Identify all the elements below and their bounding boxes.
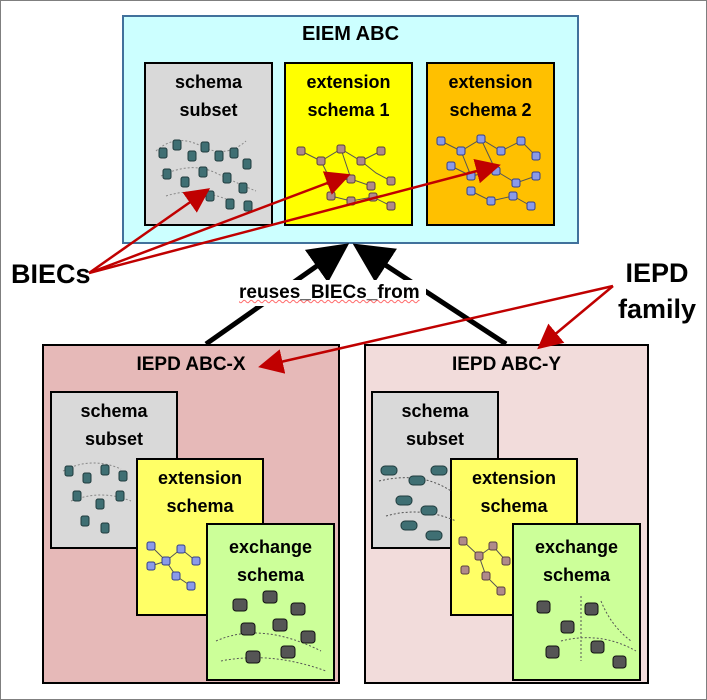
- network-iepd-y-extension: [458, 536, 511, 596]
- iepd-family-label: IEPD family: [611, 255, 703, 327]
- iepd-family-line-1: IEPD: [625, 258, 689, 288]
- iepd-y-title: IEPD ABC-Y: [451, 354, 562, 375]
- iepd-y-ext-label-1: extension: [471, 468, 557, 488]
- network-eiem-subset: [155, 139, 257, 212]
- iepd-x-ext-label-2: schema: [166, 496, 234, 516]
- network-eiem-ext2: [436, 134, 541, 211]
- iepd-x-exch-label-2: schema: [236, 565, 305, 585]
- network-iepd-x-subset: [62, 462, 132, 534]
- iepd-x-ext-label-1: extension: [157, 468, 243, 488]
- network-iepd-y-subset: [378, 465, 457, 541]
- network-iepd-x-exchange: [215, 590, 327, 672]
- iepd-family-arrows: [258, 284, 614, 374]
- eiem-subset-label-2: subset: [179, 100, 238, 120]
- iepd-y-ext-label-2: schema: [480, 496, 548, 516]
- ext2-label-2: schema 2: [449, 100, 532, 120]
- iepd-x-title: IEPD ABC-X: [136, 354, 246, 375]
- biecs-label: BIECs: [11, 259, 91, 289]
- reuses-label: reuses_BIECs_from: [233, 280, 426, 306]
- ext1-label-2: schema 1: [307, 100, 390, 120]
- ext2-label-1: extension: [448, 72, 533, 92]
- iepd-x-exch-label-1: exchange: [228, 537, 313, 557]
- network-iepd-y-exchange: [536, 596, 637, 669]
- iepd-y-exch-label-1: exchange: [534, 537, 619, 557]
- iepd-x-subset-label-1: schema: [80, 401, 148, 421]
- iepd-y-subset-label-1: schema: [401, 401, 469, 421]
- biecs-arrows: [88, 158, 501, 275]
- eiem-title: EIEM ABC: [301, 23, 400, 45]
- network-iepd-x-extension: [146, 541, 201, 591]
- iepd-y-subset-label-2: subset: [405, 429, 465, 449]
- network-eiem-ext1: [296, 144, 396, 211]
- iepd-y-exchange-schema: exchange schema: [512, 523, 641, 681]
- iepd-family-line-2: family: [617, 294, 697, 324]
- iepd-x-subset-label-2: subset: [84, 429, 144, 449]
- eiem-subset-label-1: schema: [174, 72, 243, 92]
- iepd-y-exch-label-2: schema: [542, 565, 611, 585]
- ext1-label-1: extension: [306, 72, 391, 92]
